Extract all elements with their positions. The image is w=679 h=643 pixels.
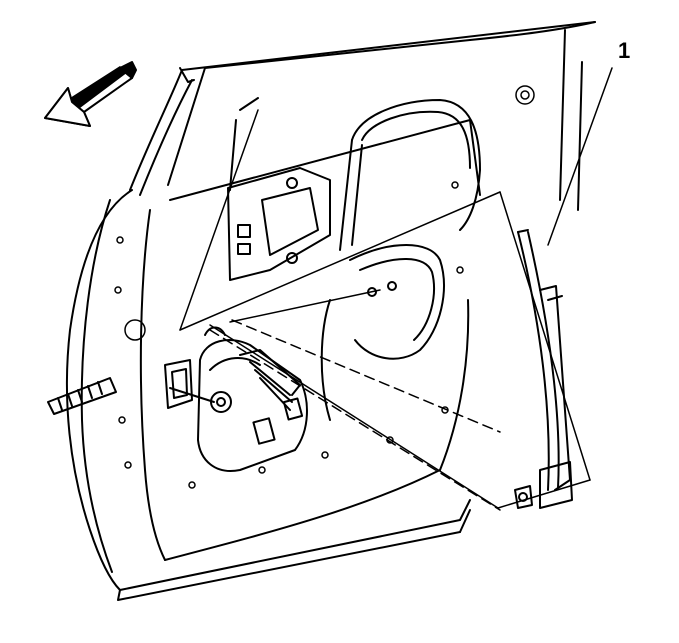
wire-grommet <box>47 377 117 415</box>
door-outer-frame <box>129 21 596 211</box>
regulator-motor-assembly <box>164 326 308 472</box>
mounting-holes <box>114 85 535 489</box>
inner-cavity <box>320 244 445 421</box>
upper-bracket <box>227 97 331 281</box>
callout-leader <box>547 67 613 246</box>
callout-label-1: 1 <box>618 38 631 63</box>
door-window-opening <box>339 99 481 251</box>
window-channel-part <box>514 229 573 509</box>
direction-arrow-icon <box>44 61 137 127</box>
alignment-plane <box>179 109 591 511</box>
door-inner-panel <box>65 119 481 601</box>
